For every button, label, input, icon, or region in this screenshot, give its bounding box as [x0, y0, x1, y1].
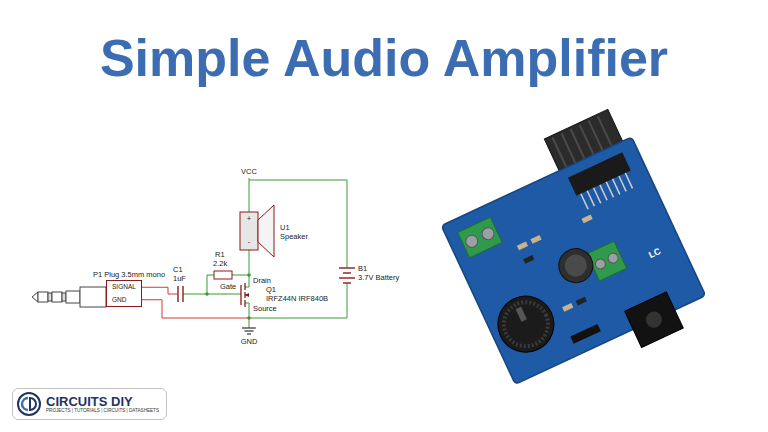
pin-sign: -: [248, 238, 251, 246]
ground-symbol: [242, 328, 256, 334]
part-name: P1 Plug 3.5mm mono: [93, 271, 165, 279]
speaker-symbol: [240, 212, 258, 250]
part-name: Q1: [266, 286, 276, 294]
pin-sign: +: [247, 215, 251, 223]
pin-name: Drain: [253, 277, 271, 285]
brand-logo: CIRCUITS DIYPROJECTS | TUTORIALS | CIRCU…: [12, 388, 167, 420]
brand-name: CIRCUITS DIY: [46, 395, 159, 409]
part-value: 3.7V Battery: [358, 274, 399, 282]
net-name: GND: [241, 338, 258, 346]
circuit-wires: [183, 178, 347, 328]
capacitor-symbol: [178, 286, 183, 302]
ground-wire: [142, 300, 249, 318]
part-value: 1uF: [173, 275, 186, 283]
net-name: VCC: [241, 168, 257, 176]
page-title: Simple Audio Amplifier: [0, 28, 768, 88]
logo-text: CIRCUITS DIYPROJECTS | TUTORIALS | CIRCU…: [46, 395, 159, 414]
part-value: 2.2k: [213, 260, 227, 268]
mosfet-symbol: [241, 283, 249, 307]
brand-tagline: PROJECTS | TUTORIALS | CIRCUITS | DATASH…: [46, 408, 159, 413]
part-value: Speaker: [280, 233, 308, 241]
pin-name: Gate: [220, 283, 236, 291]
jack-terminal-box: P1 Plug 3.5mm monoSIGNALGND: [106, 280, 142, 307]
part-name: U1: [280, 224, 290, 232]
pin-name: SIGNAL: [112, 284, 136, 291]
jack-plug: [32, 287, 106, 307]
resistor-symbol: [214, 271, 232, 279]
part-name: C1: [173, 266, 183, 274]
part-value: IRFZ44N IRF840B: [266, 295, 328, 303]
pin-name: GND: [112, 297, 136, 304]
logo-icon: [17, 392, 41, 416]
battery-symbol: [339, 268, 355, 283]
amplifier-board: [427, 105, 715, 402]
pin-name: Source: [253, 305, 277, 313]
part-name: B1: [358, 265, 367, 273]
part-name: R1: [215, 251, 225, 259]
signal-wire: [142, 287, 178, 294]
